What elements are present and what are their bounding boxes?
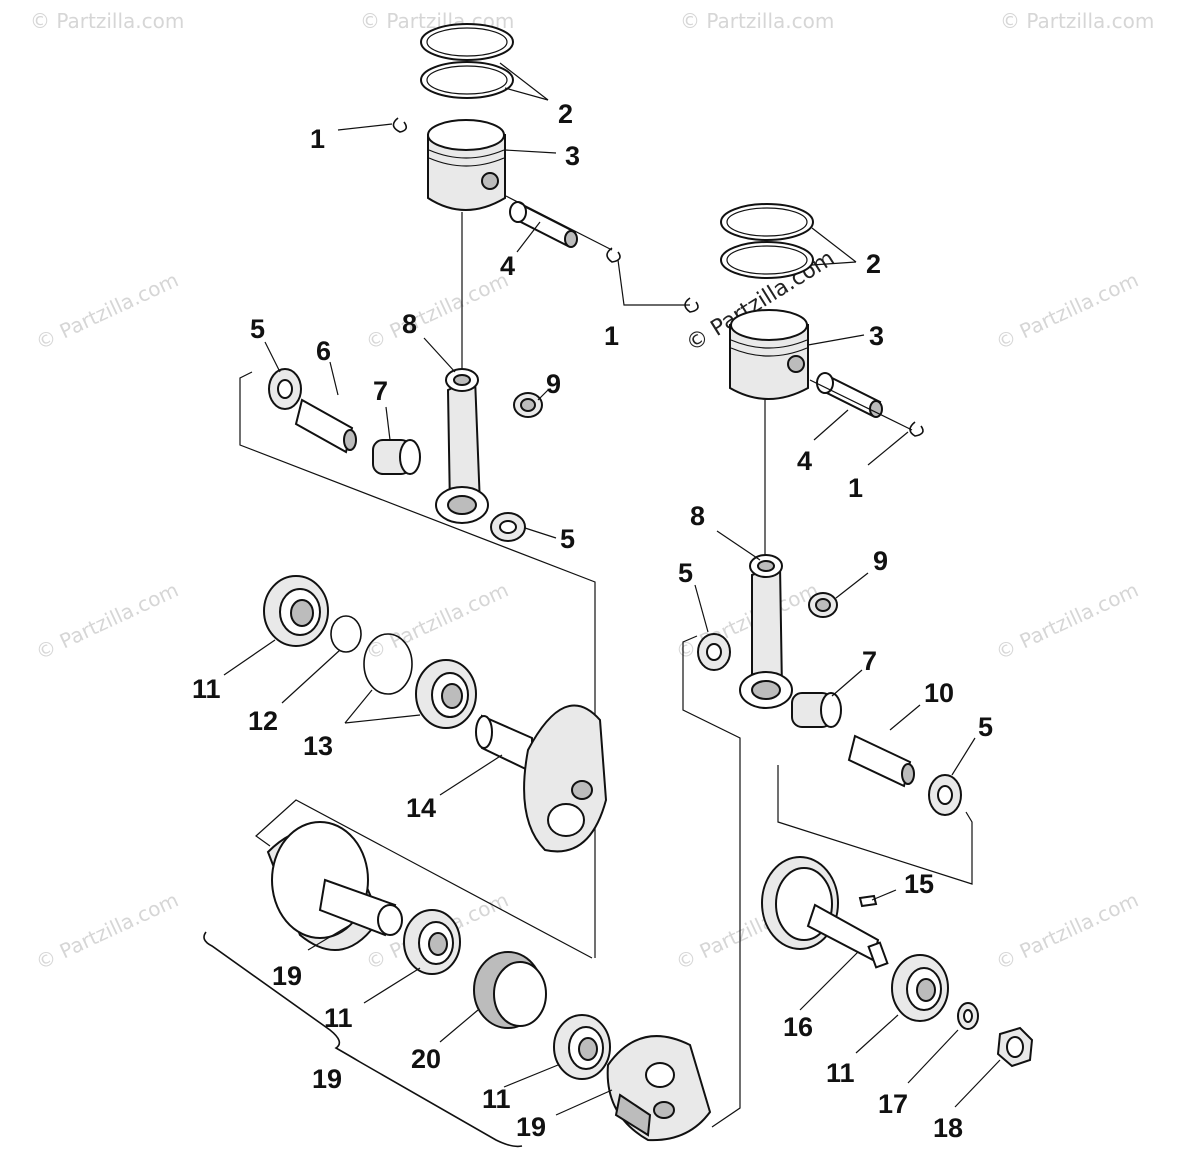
callout-16: 16 [783,1012,813,1042]
watermark-text: © Partzilla.com [32,268,182,355]
left-piston-rings [420,23,514,99]
right-piston-rings [720,203,814,279]
watermark-text: © Partzilla.com [992,268,1142,355]
watermark-text: © Partzilla.com [32,888,182,975]
watermark-text: © Partzilla.com [30,9,184,33]
right-key [858,894,878,908]
watermark-text: © Partzilla.com [32,578,182,665]
bottom-bearing-a [403,909,461,975]
watermark-text: © Partzilla.com [992,888,1142,975]
callout-17: 17 [878,1089,908,1119]
callout-4: 4 [500,251,515,281]
callout-8: 8 [690,501,705,531]
bottom-assembly-brace [203,931,523,1148]
watermark-text: © Partzilla.com [362,268,512,355]
leader-lines [223,62,1001,1116]
bottom-bracket [255,799,593,959]
callout-2: 2 [866,249,881,279]
left-connecting-rod [435,368,489,524]
left-main-bearing [263,575,329,647]
callout-13: 13 [303,731,333,761]
callout-6: 6 [316,336,331,366]
left-second-bearing [415,659,477,729]
left-shim-ring [330,615,362,653]
callout-19: 19 [516,1112,546,1142]
right-wrist-pin [816,372,883,418]
callout-9: 9 [546,369,561,399]
left-big-end-bearing [372,439,421,475]
callout-12: 12 [248,706,278,736]
watermark-text: © Partzilla.com [680,9,834,33]
callout-9: 9 [873,546,888,576]
callout-2: 2 [558,99,573,129]
callout-5: 5 [560,524,575,554]
callout-19: 19 [312,1064,342,1094]
callout-8: 8 [402,309,417,339]
right-pin-axis-line [809,379,913,431]
right-crank-bracket-b [777,765,973,885]
callout-3: 3 [565,141,580,171]
left-crank-pin [294,398,357,454]
callout-numbers: 1 2 3 4 1 2 3 4 1 5 6 7 8 9 5 8 9 5 7 10… [192,99,993,1143]
left-thrust-washer-b [490,512,526,542]
callout-11: 11 [482,1084,511,1114]
left-clip-leader-route [617,259,690,306]
right-small-end-bearing [808,592,838,618]
right-big-end-bearing [791,692,842,728]
watermark-text: © Partzilla.com [992,578,1142,665]
callout-20: 20 [411,1044,441,1074]
callout-5: 5 [250,314,265,344]
left-circlip-top [392,117,408,133]
bottom-counterweight [606,1035,712,1142]
callout-1: 1 [310,124,325,154]
callout-11: 11 [192,674,221,704]
left-snap-rings [363,633,413,695]
callout-7: 7 [373,376,388,406]
right-crank-bracket-a [682,635,741,1128]
callout-19: 19 [272,961,302,991]
bottom-bearing-b [553,1014,611,1080]
callout-15: 15 [904,869,934,899]
callout-18: 18 [933,1113,963,1143]
left-pin-axis-line [505,195,613,251]
right-thrust-washer-a [697,633,731,671]
callout-5: 5 [978,712,993,742]
callout-10: 10 [924,678,954,708]
left-small-end-bearing [513,392,543,418]
left-piston [427,119,506,211]
callout-3: 3 [869,321,884,351]
right-main-bearing [891,954,949,1022]
watermark-text: © Partzilla.com [1000,9,1154,33]
left-crank-half [475,704,608,853]
right-nut [996,1026,1034,1068]
left-wrist-pin [509,201,578,248]
watermark-text: © Partzilla.com [362,578,512,665]
watermark-text: © Partzilla.com [672,578,822,665]
callout-1: 1 [604,321,619,351]
callout-4: 4 [797,446,812,476]
callout-14: 14 [406,793,436,823]
callout-11: 11 [324,1003,353,1033]
right-piston [729,309,809,400]
left-thrust-washer-a [268,368,302,410]
callout-7: 7 [862,646,877,676]
callout-1: 1 [848,473,863,503]
callout-11: 11 [826,1058,855,1088]
left-crank-bracket [239,371,596,958]
right-circlip [909,421,924,437]
bottom-seal [473,951,547,1029]
right-connecting-rod [739,554,793,709]
right-washer [957,1002,979,1030]
bottom-flywheel-shaft [266,821,403,951]
callout-5: 5 [678,558,693,588]
left-circlip-mid [606,247,699,313]
right-thrust-washer-b [928,774,962,816]
right-crank-pin [847,734,915,788]
right-flywheel [761,856,889,969]
